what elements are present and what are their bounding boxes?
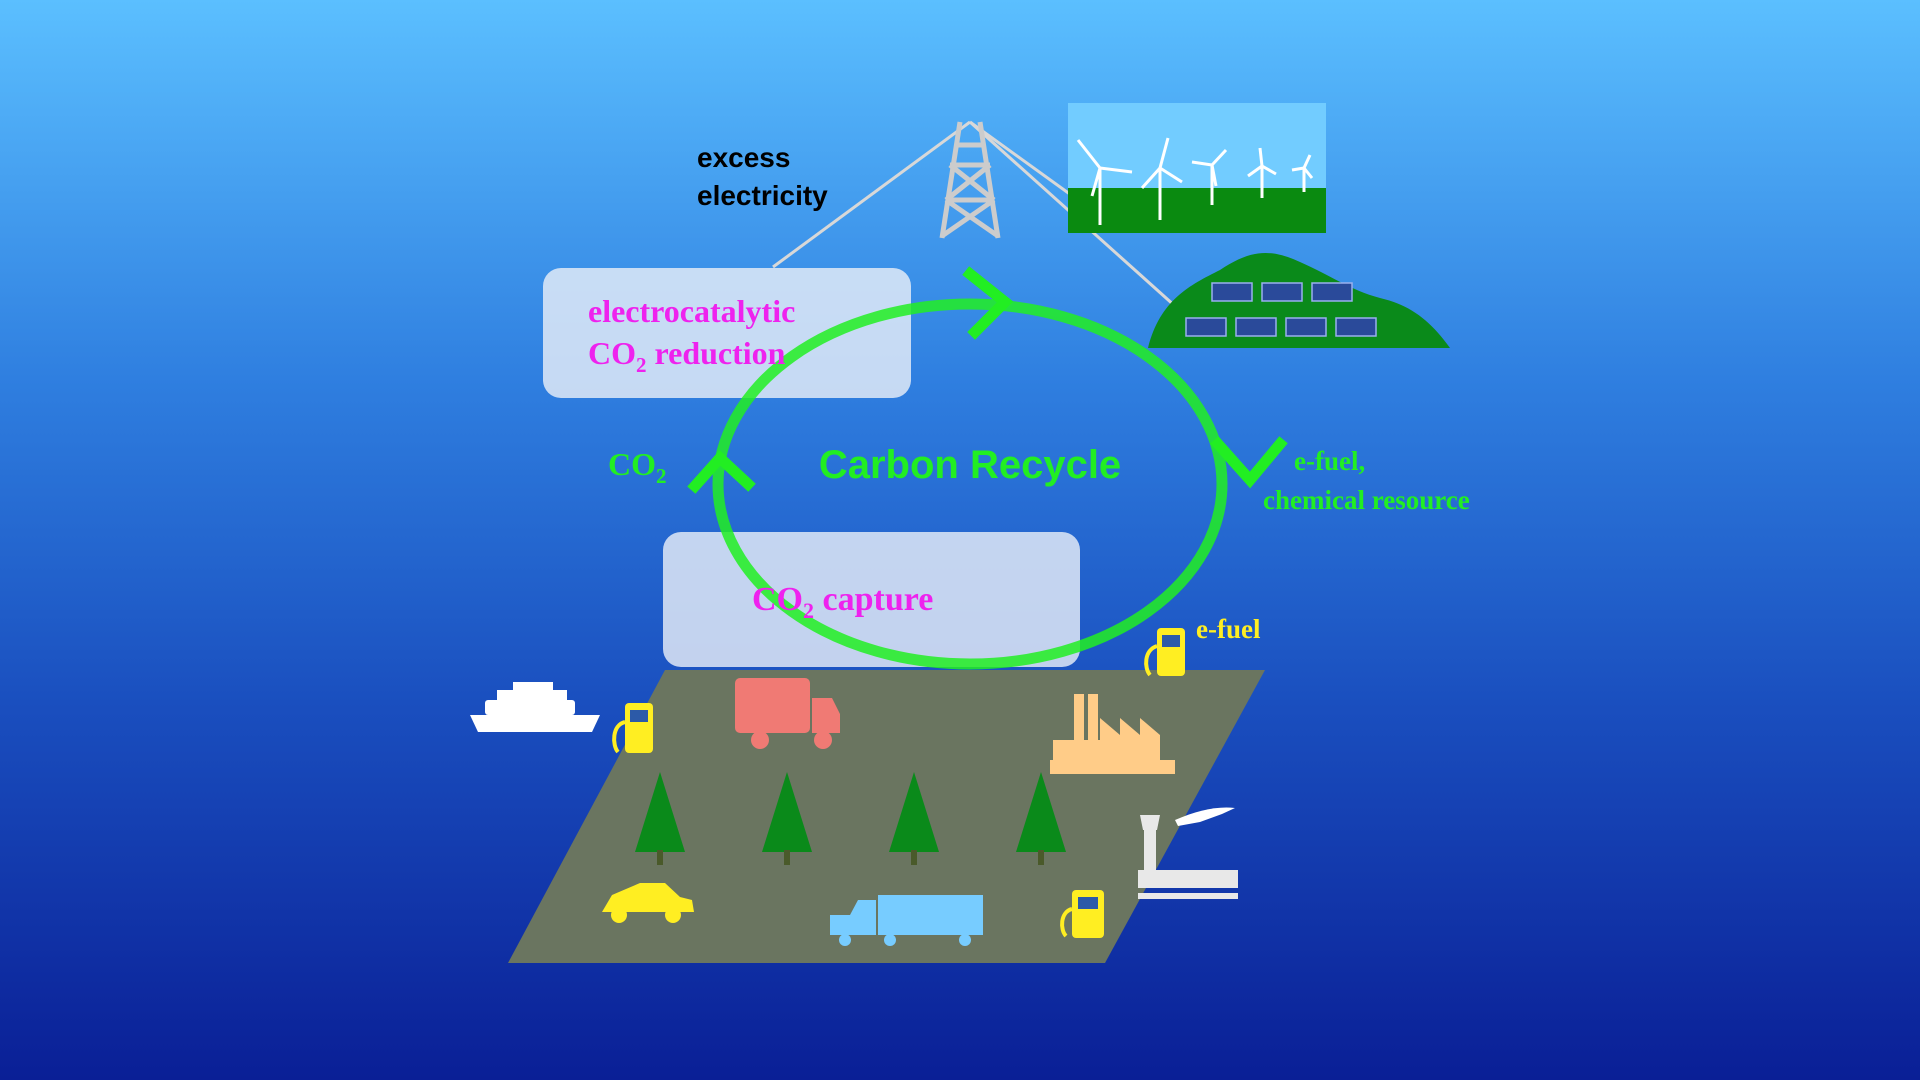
- efuel-output-label-2: chemical resource: [1263, 485, 1470, 515]
- airplane-icon: [1175, 807, 1235, 826]
- ecr-label-1: electrocatalytic: [588, 293, 795, 329]
- control-tower-icon: [1138, 815, 1238, 899]
- co2-capture-label: CO2 capture: [752, 581, 933, 623]
- car-icon: [602, 883, 694, 923]
- ecr-box: [543, 268, 911, 398]
- semi-truck-icon: [830, 895, 983, 946]
- tree-icon: [635, 772, 1066, 852]
- cycle-loop: [687, 266, 1288, 670]
- ecr-label-2: CO2 reduction: [588, 335, 786, 377]
- solar-panel-icon: [1148, 252, 1450, 348]
- tree-trunk: [657, 850, 1044, 865]
- cycle-title: Carbon Recycle: [819, 443, 1121, 487]
- factory-icon: [1050, 694, 1175, 774]
- fuel-pump-window: [630, 635, 1180, 909]
- power-tower-icon: [939, 121, 1001, 239]
- efuel-output-label-1: e-fuel,: [1294, 446, 1365, 476]
- ship-icon: [470, 682, 600, 732]
- efuel-pump-label: e-fuel: [1196, 614, 1261, 644]
- truck-icon: [735, 678, 840, 749]
- excess-electricity-label-2: electricity: [697, 180, 828, 211]
- wind-farm-icon: [1068, 103, 1326, 233]
- fuel-pump-hose: [612, 644, 1158, 938]
- excess-electricity-label-1: excess: [697, 142, 790, 173]
- capture-box: [663, 532, 1080, 667]
- co2-input-label: CO2: [608, 446, 667, 488]
